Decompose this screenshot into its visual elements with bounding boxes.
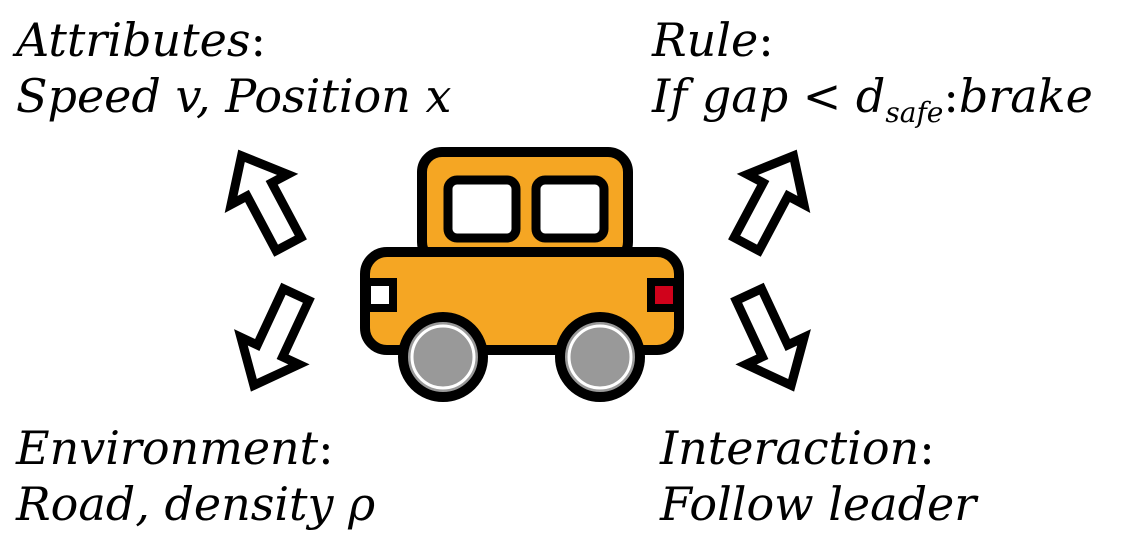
car-wheel-right-rim bbox=[567, 324, 633, 390]
attributes-title: Attributes bbox=[16, 13, 251, 67]
attributes-detail: Speed v, Position x bbox=[16, 69, 452, 123]
car-taillight bbox=[647, 278, 681, 312]
attributes-label: Attributes: Speed v, Position x bbox=[16, 12, 451, 124]
car-window-left bbox=[443, 175, 521, 243]
rule-detail: If gap < dsafe:brake bbox=[652, 68, 1093, 131]
rule-title: Rule bbox=[652, 13, 759, 67]
arrow-up-left-icon bbox=[213, 141, 316, 259]
rule-colon: : bbox=[758, 13, 774, 67]
rule-label: Rule: If gap < dsafe:brake bbox=[652, 12, 1093, 131]
environment-label: Environment: Road, density ρ bbox=[16, 420, 375, 532]
car-wheel-left bbox=[398, 312, 488, 402]
rule-detail-sub: safe bbox=[885, 96, 944, 129]
rule-detail-post: brake bbox=[958, 69, 1093, 123]
rule-detail-pre: If gap < d bbox=[652, 69, 886, 123]
arrow-down-right-icon bbox=[720, 281, 820, 399]
environment-colon: : bbox=[318, 421, 334, 475]
car-icon bbox=[360, 147, 684, 402]
interaction-colon: : bbox=[919, 421, 935, 475]
car-window-right bbox=[531, 175, 609, 243]
environment-title: Environment bbox=[16, 421, 319, 475]
environment-detail: Road, density ρ bbox=[16, 477, 376, 531]
car-headlight bbox=[363, 278, 397, 312]
arrow-up-right-icon bbox=[718, 141, 821, 259]
arrow-down-left-icon bbox=[225, 281, 325, 399]
attributes-colon: : bbox=[250, 13, 266, 67]
interaction-label: Interaction: Follow leader bbox=[660, 420, 976, 532]
car-wheel-right bbox=[555, 312, 645, 402]
interaction-title: Interaction bbox=[660, 421, 920, 475]
car-wheel-left-rim bbox=[410, 324, 476, 390]
rule-detail-colon: : bbox=[943, 69, 959, 123]
interaction-detail: Follow leader bbox=[660, 477, 977, 531]
